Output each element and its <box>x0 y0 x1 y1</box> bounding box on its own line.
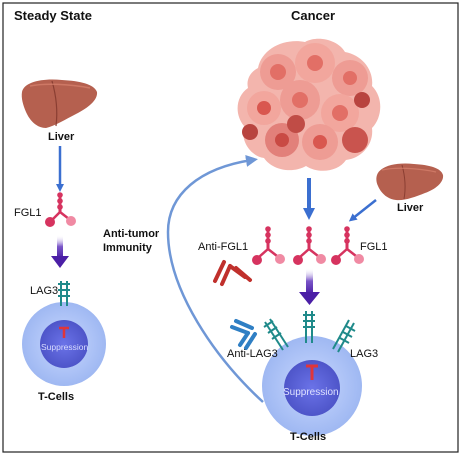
right-lag3-receptor-left <box>263 318 289 351</box>
right-liver-icon <box>376 163 444 201</box>
anti-fgl1-antibody <box>213 260 252 286</box>
anti-lag3-antibody <box>230 319 257 350</box>
left-panel-title: Steady State <box>14 8 93 23</box>
liver-secretion-arrow <box>348 199 377 222</box>
right-fgl1-label: FGL1 <box>360 241 388 253</box>
left-lag3-label: LAG3 <box>30 285 59 297</box>
left-fgl1-label: FGL1 <box>14 207 42 219</box>
tumor-cluster <box>237 38 381 171</box>
right-lag3-receptor-center <box>303 311 315 343</box>
right-fgl1-molecule-3 <box>331 226 364 265</box>
right-fgl1-molecule-1 <box>252 226 285 265</box>
right-lag3-label: LAG3 <box>350 348 379 360</box>
right-binding-arrow-head <box>299 292 320 305</box>
right-panel-title: Cancer <box>291 8 336 23</box>
left-liver-label: Liver <box>48 131 75 143</box>
right-tcell <box>262 336 362 436</box>
right-liver-label: Liver <box>397 202 424 214</box>
right-suppression-label: Suppression <box>283 387 339 398</box>
left-fgl1-molecule <box>45 192 76 227</box>
right-fgl1-molecule-2 <box>293 226 326 265</box>
left-binding-arrow-head <box>51 256 69 268</box>
anti-tumor-immunity-line1: Anti-tumor <box>103 228 160 240</box>
figure-border <box>2 2 459 453</box>
left-suppression-label: Suppression <box>41 342 89 352</box>
anti-lag3-label: Anti-LAG3 <box>227 348 278 360</box>
anti-fgl1-label: Anti-FGL1 <box>198 241 249 253</box>
left-lag3-receptor <box>58 281 70 306</box>
left-tcell <box>22 302 106 386</box>
right-tcells-label: T-Cells <box>290 431 327 443</box>
left-liver-icon <box>21 79 98 128</box>
left-tcells-label: T-Cells <box>38 391 75 403</box>
anti-tumor-immunity-line2: Immunity <box>103 242 152 254</box>
right-binding-arrow-shaft <box>306 268 313 294</box>
right-lag3-receptor-right <box>332 319 356 353</box>
anti-tumor-immunity-arrow <box>166 154 264 403</box>
left-binding-arrow-shaft <box>57 235 63 258</box>
